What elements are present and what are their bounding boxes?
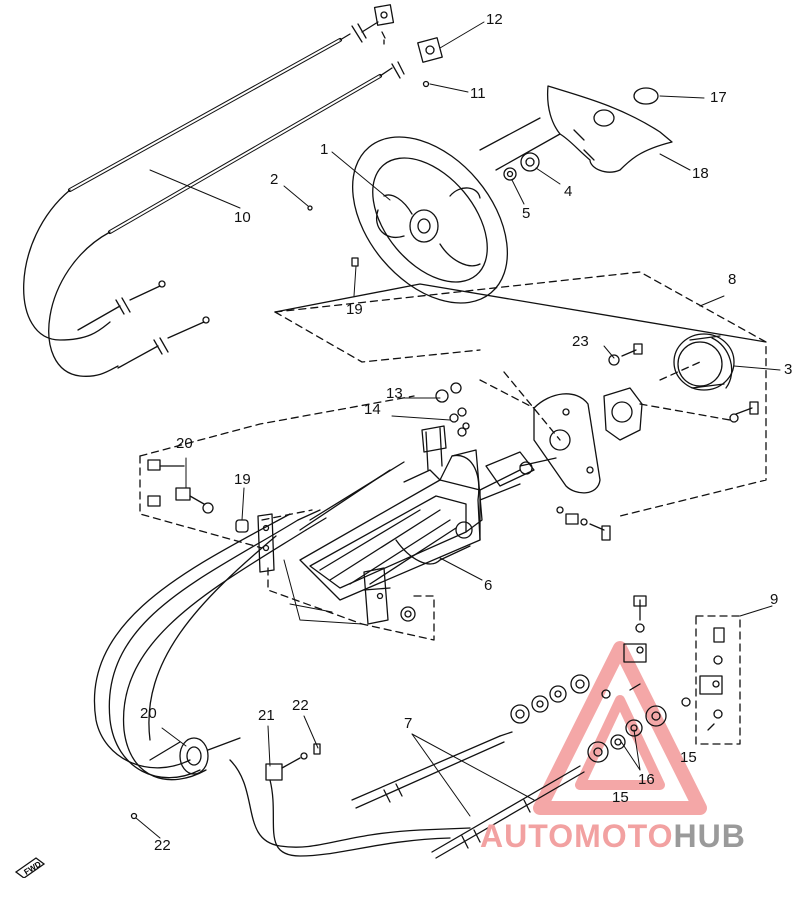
callout-8: 8 [728, 271, 737, 288]
bolt-20-mid [175, 487, 214, 514]
bolt-20-upper [147, 459, 185, 471]
callout-15-right: 15 [680, 749, 697, 766]
callout-14: 14 [364, 401, 381, 418]
flange [603, 387, 643, 441]
steering-column-18 [479, 85, 673, 173]
hub-3 [673, 333, 735, 391]
block-lower [363, 567, 391, 625]
screw-11 [422, 80, 430, 88]
callout-9: 9 [770, 591, 779, 608]
watermark-text: AUTOMOTOHUB [480, 818, 746, 855]
callout-18: 18 [692, 165, 709, 182]
dashed-box-left [139, 395, 435, 641]
cable-end-fitting [623, 595, 647, 691]
screw-23 [608, 343, 643, 366]
watermark-part2: HUB [673, 818, 746, 854]
spacer-19 [235, 519, 249, 533]
cable-loop-bottom [229, 759, 471, 848]
callout-4: 4 [564, 183, 573, 200]
callout-7: 7 [404, 715, 413, 732]
joint-9 [699, 627, 725, 731]
leader-lines [135, 21, 781, 839]
callout-17: 17 [710, 89, 727, 106]
washer-5 [503, 167, 517, 181]
callout-15-bottom: 15 [612, 789, 629, 806]
callout-19-lower: 19 [234, 471, 251, 488]
throttle-cable-lower [108, 61, 405, 234]
nut-12 [417, 37, 443, 63]
cap-17 [633, 87, 659, 105]
callout-1: 1 [320, 141, 329, 158]
shift-cable-7 [351, 731, 585, 859]
callout-12: 12 [486, 11, 503, 28]
mount-plate [533, 393, 601, 494]
nut-4 [520, 152, 540, 172]
steering-wheel [351, 136, 509, 304]
clamp-21 [265, 743, 321, 781]
bracket-plate-left [257, 513, 275, 573]
callout-13: 13 [386, 385, 403, 402]
bolt-right [729, 401, 759, 423]
callout-20-lower: 20 [140, 705, 157, 722]
lower-right-screws [556, 506, 611, 541]
control-bracket-6 [299, 449, 521, 601]
callout-16: 16 [638, 771, 655, 788]
throttle-cable-upper [68, 21, 379, 192]
callout-11: 11 [470, 85, 486, 102]
callout-21: 21 [258, 707, 275, 724]
callout-23: 23 [572, 333, 589, 350]
dashed-box-9 [695, 615, 741, 745]
cable-bundle [93, 461, 405, 781]
clamp-20 [149, 737, 241, 775]
cable-end-lower [117, 316, 210, 369]
washers-13-14 [435, 382, 470, 437]
bracket-top [373, 4, 395, 45]
callout-22-lower: 22 [154, 837, 171, 854]
block-upper [421, 425, 447, 471]
cable-loop-left [23, 189, 119, 377]
bushings-15-16 [510, 674, 691, 763]
screw-22 [130, 812, 138, 820]
watermark-triangle [533, 641, 707, 815]
callout-2: 2 [270, 171, 279, 188]
fwd-arrow-icon: FWD [14, 857, 46, 878]
bolt-20-lower [147, 495, 161, 507]
cable-end-upper [77, 280, 166, 331]
watermark-part1: AUTOMOTO [480, 818, 674, 854]
callout-22-upper: 22 [292, 697, 309, 714]
callout-6: 6 [484, 577, 493, 594]
callout-19-upper: 19 [346, 301, 363, 318]
callout-20-upper: 20 [176, 435, 193, 452]
shaft [485, 451, 557, 487]
callout-10: 10 [234, 209, 251, 226]
pin-2 [307, 205, 313, 211]
nut-lower [400, 606, 416, 622]
key-19 [351, 257, 359, 267]
callout-3: 3 [784, 361, 793, 378]
callout-5: 5 [522, 205, 531, 222]
